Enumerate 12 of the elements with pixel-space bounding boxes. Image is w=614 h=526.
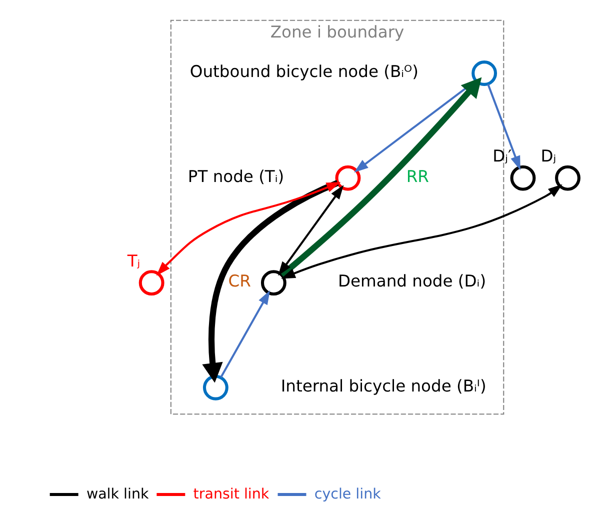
node-label: Demand node (Dᵢ) [338, 272, 486, 291]
edge-label: CR [228, 272, 251, 291]
node-label: Tⱼ [127, 251, 140, 270]
node-label: Outbound bicycle node (Bᵢᴼ) [190, 62, 418, 82]
node-label: Internal bicycle node (Bᵢᴵ) [280, 376, 486, 396]
node-label: PT node (Tᵢ) [188, 166, 284, 186]
legend-label: cycle link [314, 486, 381, 502]
node-label: Dⱼ [540, 146, 556, 166]
edge-label: RR [406, 166, 429, 186]
legend-label: transit link [193, 486, 270, 502]
legend-label: walk link [86, 486, 149, 502]
node-label: Dⱼ′ [492, 146, 512, 166]
